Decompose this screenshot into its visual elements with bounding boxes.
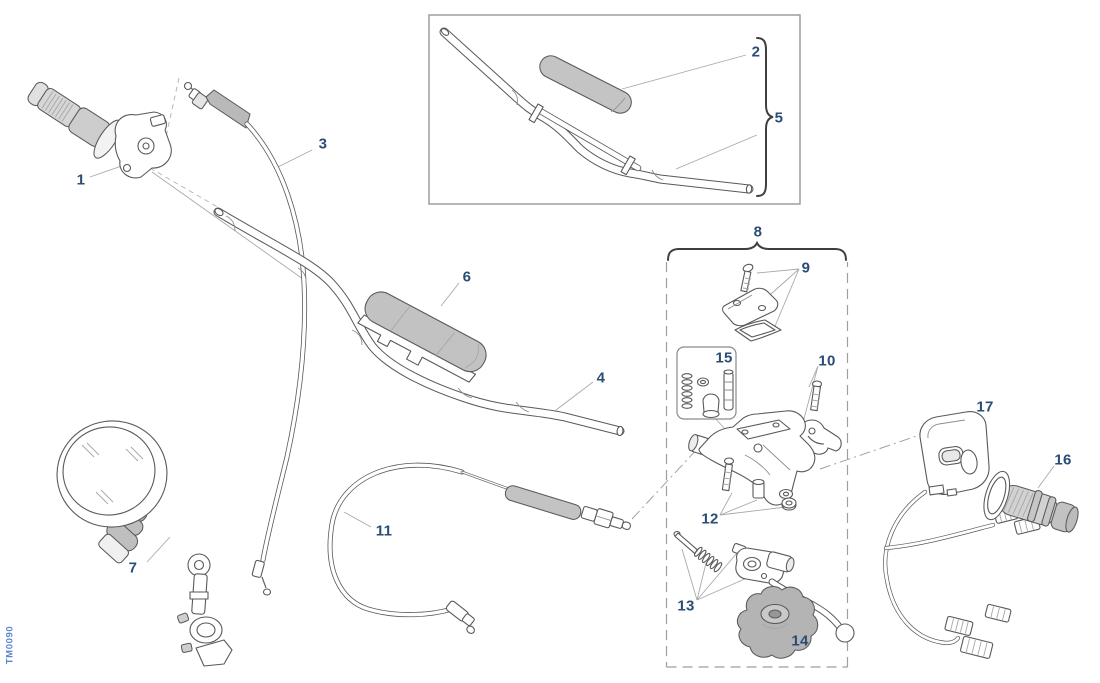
part-1-throttle-control [27,81,172,179]
inset-box-handlebar-kit [428,14,801,205]
callout-16: 16 [1054,451,1072,469]
callout-1: 1 [76,171,86,189]
part-9-cover-group [722,263,782,342]
piston-15 [723,371,734,411]
callout-14: 14 [791,632,809,650]
callout-17: 17 [976,398,994,416]
part-13-lever-group [673,530,855,643]
inset-handlebar [440,27,752,194]
callout-5: 5 [774,109,784,127]
callout-7: 7 [128,559,138,577]
detail-box-master-cylinder [665,240,855,668]
master-cylinder-body [688,410,816,506]
callout-15: 15 [715,349,733,367]
callout-9: 9 [801,259,811,277]
wiring-connectors [944,506,1041,659]
part-15-seal-kit-box [676,346,737,420]
part-12-hardware-group [721,457,797,511]
callout-12: 12 [701,510,719,528]
callout-10: 10 [818,352,836,370]
part-17-switch-assembly [885,411,1041,659]
part-16-grip [983,470,1079,533]
bracket-part-8 [667,240,847,261]
document-code: TM0090 [4,625,16,665]
part-11-cable [330,465,632,634]
callout-8: 8 [753,223,763,241]
part-7-rear-view-mirror [56,420,233,667]
part-3-throttle-cable [183,81,305,596]
callout-3: 3 [318,135,328,153]
crossbar-pad-part-2 [539,55,632,114]
callout-13: 13 [677,597,695,615]
callout-6: 6 [462,268,472,286]
callout-2: 2 [751,43,761,61]
part-14-adjuster-knob [736,585,819,659]
detail-box-border [665,262,849,668]
callout-11: 11 [375,522,393,540]
bracket-part-5 [756,37,774,197]
part-6-handlebar-pad [357,291,487,383]
spring-15 [681,373,693,409]
part-4-handlebar [214,207,624,437]
callout-4: 4 [596,369,606,387]
inset-box-border [428,14,801,205]
